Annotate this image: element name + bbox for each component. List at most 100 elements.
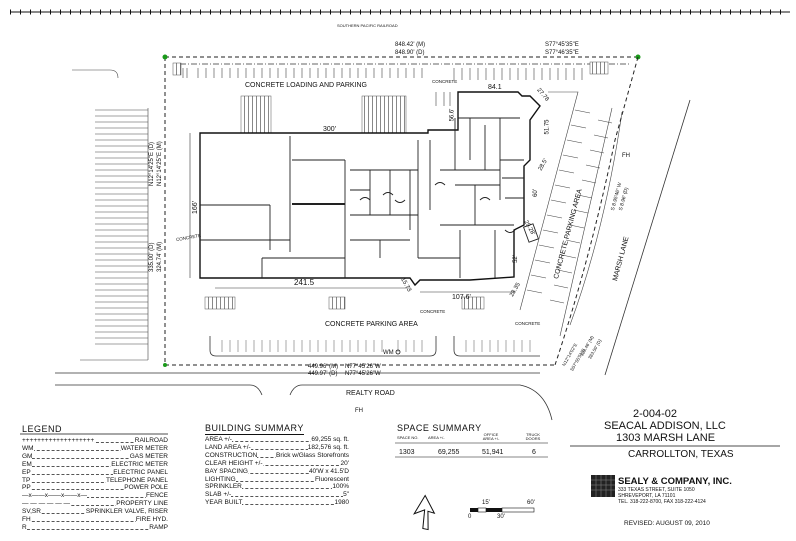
legend-item: —x——x——x——x— FENCE — [22, 492, 168, 500]
legend-symbol: EM — [22, 460, 32, 468]
bot-dim-d: 449.97' (D) — [308, 371, 338, 377]
north-arrow-icon — [412, 494, 436, 531]
dim-52: 52' — [512, 255, 519, 263]
hatch-nw — [172, 62, 182, 76]
building-summary-title: BUILDING SUMMARY — [205, 423, 304, 435]
legend-label: ELECTRIC METER — [111, 460, 168, 468]
south-parking-label: CONCRETE PARKING AREA — [325, 321, 418, 328]
company-logo-icon — [591, 475, 615, 497]
parking-stalls-south — [221, 340, 531, 352]
space-header-office: OFFICE AREA +/- — [482, 432, 500, 441]
parking-stalls-north — [182, 68, 583, 106]
fh-right-label: FH — [622, 153, 630, 159]
dim-300: 300' — [323, 126, 337, 133]
space-cell-office: 51,941 — [482, 449, 504, 456]
scale-0: 0 — [468, 514, 472, 520]
building-summary-item: CLEAR HEIGHT +/-20' — [205, 459, 349, 467]
property-corner-sw — [163, 363, 167, 367]
legend-item: EP ELECTRIC PANEL — [22, 468, 168, 476]
company-city: SHREVEPORT, LA 71101 — [618, 493, 676, 499]
legend-item: +++++++++++++++++++RAILROAD — [22, 437, 168, 444]
space-cell-area: 69,255 — [438, 449, 460, 456]
legend-leader — [22, 528, 168, 530]
legend-label: POWER POLE — [124, 484, 168, 492]
summary-key: CONSTRUCTION — [205, 451, 258, 459]
space-summary-title: SPACE SUMMARY — [397, 423, 482, 433]
dim-107-6: 107.6' — [452, 294, 471, 301]
fh-bottom-label: FH — [355, 408, 363, 414]
company-street: 333 TEXAS STREET, SUITE 1050 — [618, 487, 695, 493]
property-city: CARROLLTON, TEXAS — [628, 449, 734, 460]
summary-leader — [205, 504, 349, 506]
dim-51-75: 51.75 — [544, 119, 551, 135]
top-bearing-2: S77°46'35"E — [545, 50, 579, 56]
summary-leader — [205, 496, 349, 498]
summary-key: CLEAR HEIGHT +/- — [205, 459, 263, 467]
left-dim-2: 324.74' (M) — [157, 241, 163, 272]
legend-leader — [22, 497, 168, 499]
concrete-top-label: CONCRETE — [432, 79, 458, 84]
parking-stalls-east — [519, 91, 623, 337]
building-summary-item: AREA +/-69,255 sq. ft. — [205, 436, 349, 443]
top-dim-m: 848.42' (M) — [395, 42, 426, 48]
dim-84-1: 84.1 — [488, 84, 502, 91]
legend-label: FENCE — [145, 492, 168, 500]
wm-label: WM — [383, 350, 394, 356]
space-header-area: AREA +/- — [428, 435, 445, 440]
property-number: 2-004-02 — [633, 408, 678, 420]
legend-symbol: —x——x——x——x— — [22, 492, 87, 500]
legend-symbol: WM — [22, 444, 34, 452]
legend-label: ELECTRIC PANEL — [113, 468, 168, 476]
legend-item: EM ELECTRIC METER — [22, 460, 168, 468]
parking-stalls-west — [72, 69, 149, 361]
summary-value: 5" — [343, 491, 349, 499]
scale-60: 60' — [527, 500, 535, 506]
summary-leader — [205, 472, 349, 474]
legend-leader — [22, 449, 168, 451]
realty-road — [55, 372, 553, 421]
summary-key: LIGHTING — [205, 475, 236, 483]
left-bearing-1: N12°14'25"E (D) — [149, 141, 155, 186]
hatch-ne — [589, 61, 609, 75]
hatch-south-2 — [328, 296, 346, 310]
concrete-right-label: CONCRETE — [515, 321, 541, 326]
hatch-south-3 — [461, 296, 485, 310]
space-cell-no: 1303 — [399, 449, 415, 456]
left-bearing-2: N12°14'25"E (M) — [157, 141, 163, 186]
legend-leader — [22, 505, 168, 507]
dim-166: 166' — [192, 200, 200, 215]
company-name: SEALY & COMPANY, INC. — [618, 476, 732, 487]
legend-symbol: GM — [22, 452, 33, 460]
legend-leader — [22, 457, 168, 459]
top-bearing-1: S77°45'35"E — [545, 42, 579, 48]
loading-label: CONCRETE LOADING AND PARKING — [245, 82, 368, 89]
marsh-lane-curb — [604, 99, 691, 376]
legend-symbol: PP — [22, 484, 31, 492]
summary-leader — [205, 488, 349, 490]
summary-value: 182,576 sq. ft. — [307, 443, 349, 451]
summary-value: 100% — [332, 483, 349, 491]
summary-leader — [205, 448, 349, 450]
legend-symbol: FH — [22, 516, 31, 523]
property-corner-nw — [162, 54, 168, 60]
legend-label: TELEPHONE PANEL — [105, 476, 168, 484]
legend-leader — [22, 473, 168, 475]
summary-value: 69,255 sq. ft. — [311, 436, 349, 443]
left-dim-1: 335.00' (D) — [149, 242, 155, 273]
summary-value: Brick w/Glass Storefronts — [276, 451, 349, 459]
realty-road-label: REALTY ROAD — [346, 390, 395, 397]
legend-symbol: EP — [22, 468, 31, 476]
summary-key: SLAB +/- — [205, 491, 232, 499]
hatch-dock-1 — [240, 95, 272, 134]
property-line-east — [554, 56, 639, 366]
bot-bearing-1: N77°45'26"W — [345, 364, 381, 370]
space-header-truck: TRUCK DOORS — [525, 432, 541, 441]
